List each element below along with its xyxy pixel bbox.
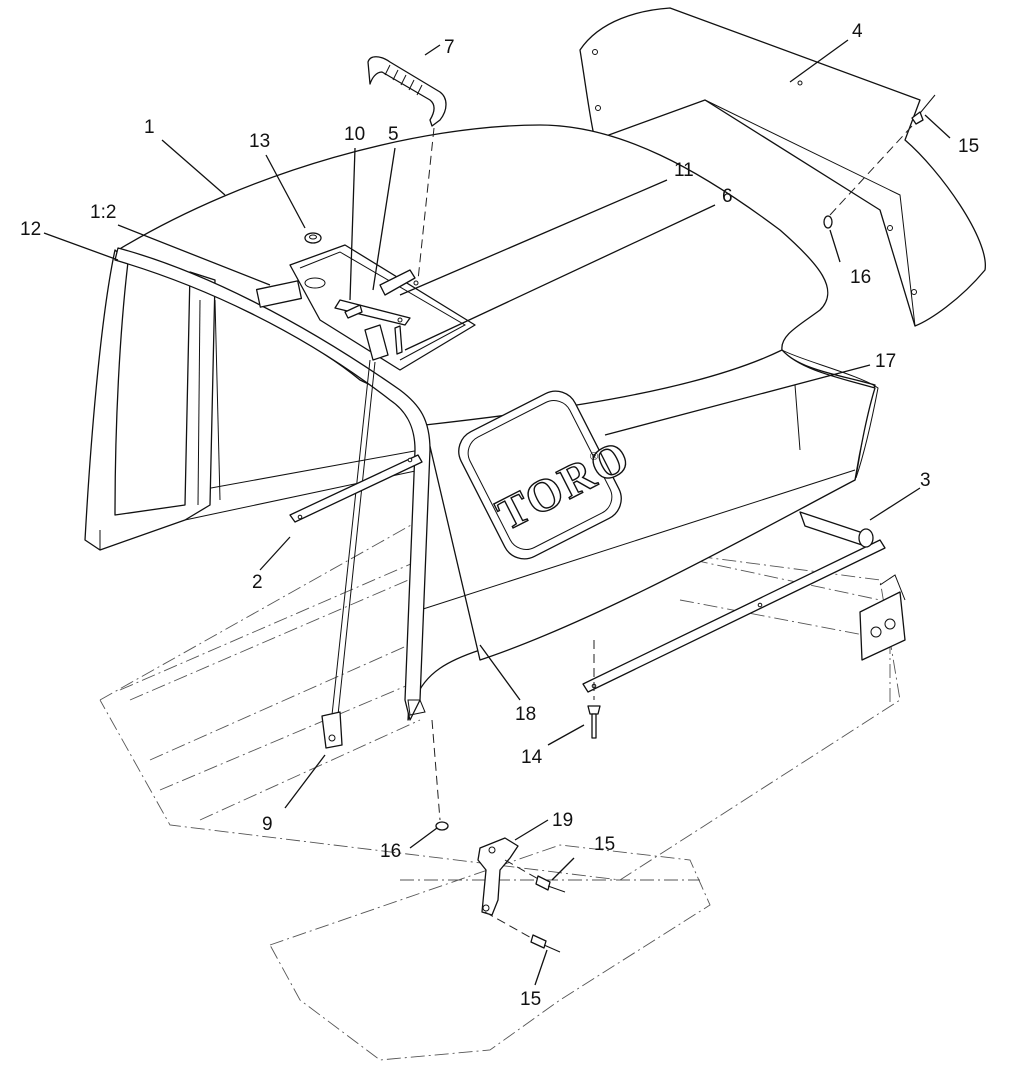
callout-19: 19 — [552, 810, 573, 831]
callout-9: 9 — [262, 814, 273, 835]
bolt-14 — [587, 640, 601, 739]
callout-15-bottom: 15 — [520, 989, 541, 1010]
rear-panel — [579, 7, 986, 327]
callout-18: 18 — [515, 704, 536, 725]
toro-emblem: TORO ® — [458, 390, 639, 560]
callout-11: 11 — [674, 160, 694, 181]
support-rod — [321, 359, 376, 749]
callout-1: 1 — [144, 117, 155, 138]
callout-12: 12 — [20, 219, 41, 240]
callout-16-bottom: 16 — [380, 841, 401, 862]
registered-mark: ® — [590, 451, 598, 463]
callout-4: 4 — [852, 21, 863, 42]
lower-latch — [431, 719, 566, 953]
callout-13: 13 — [249, 131, 270, 152]
callout-3: 3 — [920, 470, 931, 491]
leader-lines — [43, 39, 951, 986]
handle — [367, 56, 447, 281]
callout-17: 17 — [875, 351, 896, 372]
callout-10: 10 — [344, 124, 365, 145]
rear-pins — [823, 94, 936, 229]
callout-16-right: 16 — [850, 267, 871, 288]
mount-brackets — [289, 454, 906, 716]
callout-6: 6 — [722, 186, 733, 207]
callout-2: 2 — [252, 572, 263, 593]
callout-labels: 1 1:2 2 3 4 5 6 7 9 10 11 12 13 14 15 15… — [20, 21, 979, 1010]
callout-15-mid: 15 — [594, 834, 615, 855]
callout-14: 14 — [521, 747, 543, 768]
callout-5: 5 — [388, 124, 399, 145]
callout-15-top: 15 — [958, 136, 979, 157]
callout-7: 7 — [444, 37, 455, 58]
callout-1-2: 1:2 — [90, 202, 116, 223]
front-frame — [84, 247, 431, 721]
